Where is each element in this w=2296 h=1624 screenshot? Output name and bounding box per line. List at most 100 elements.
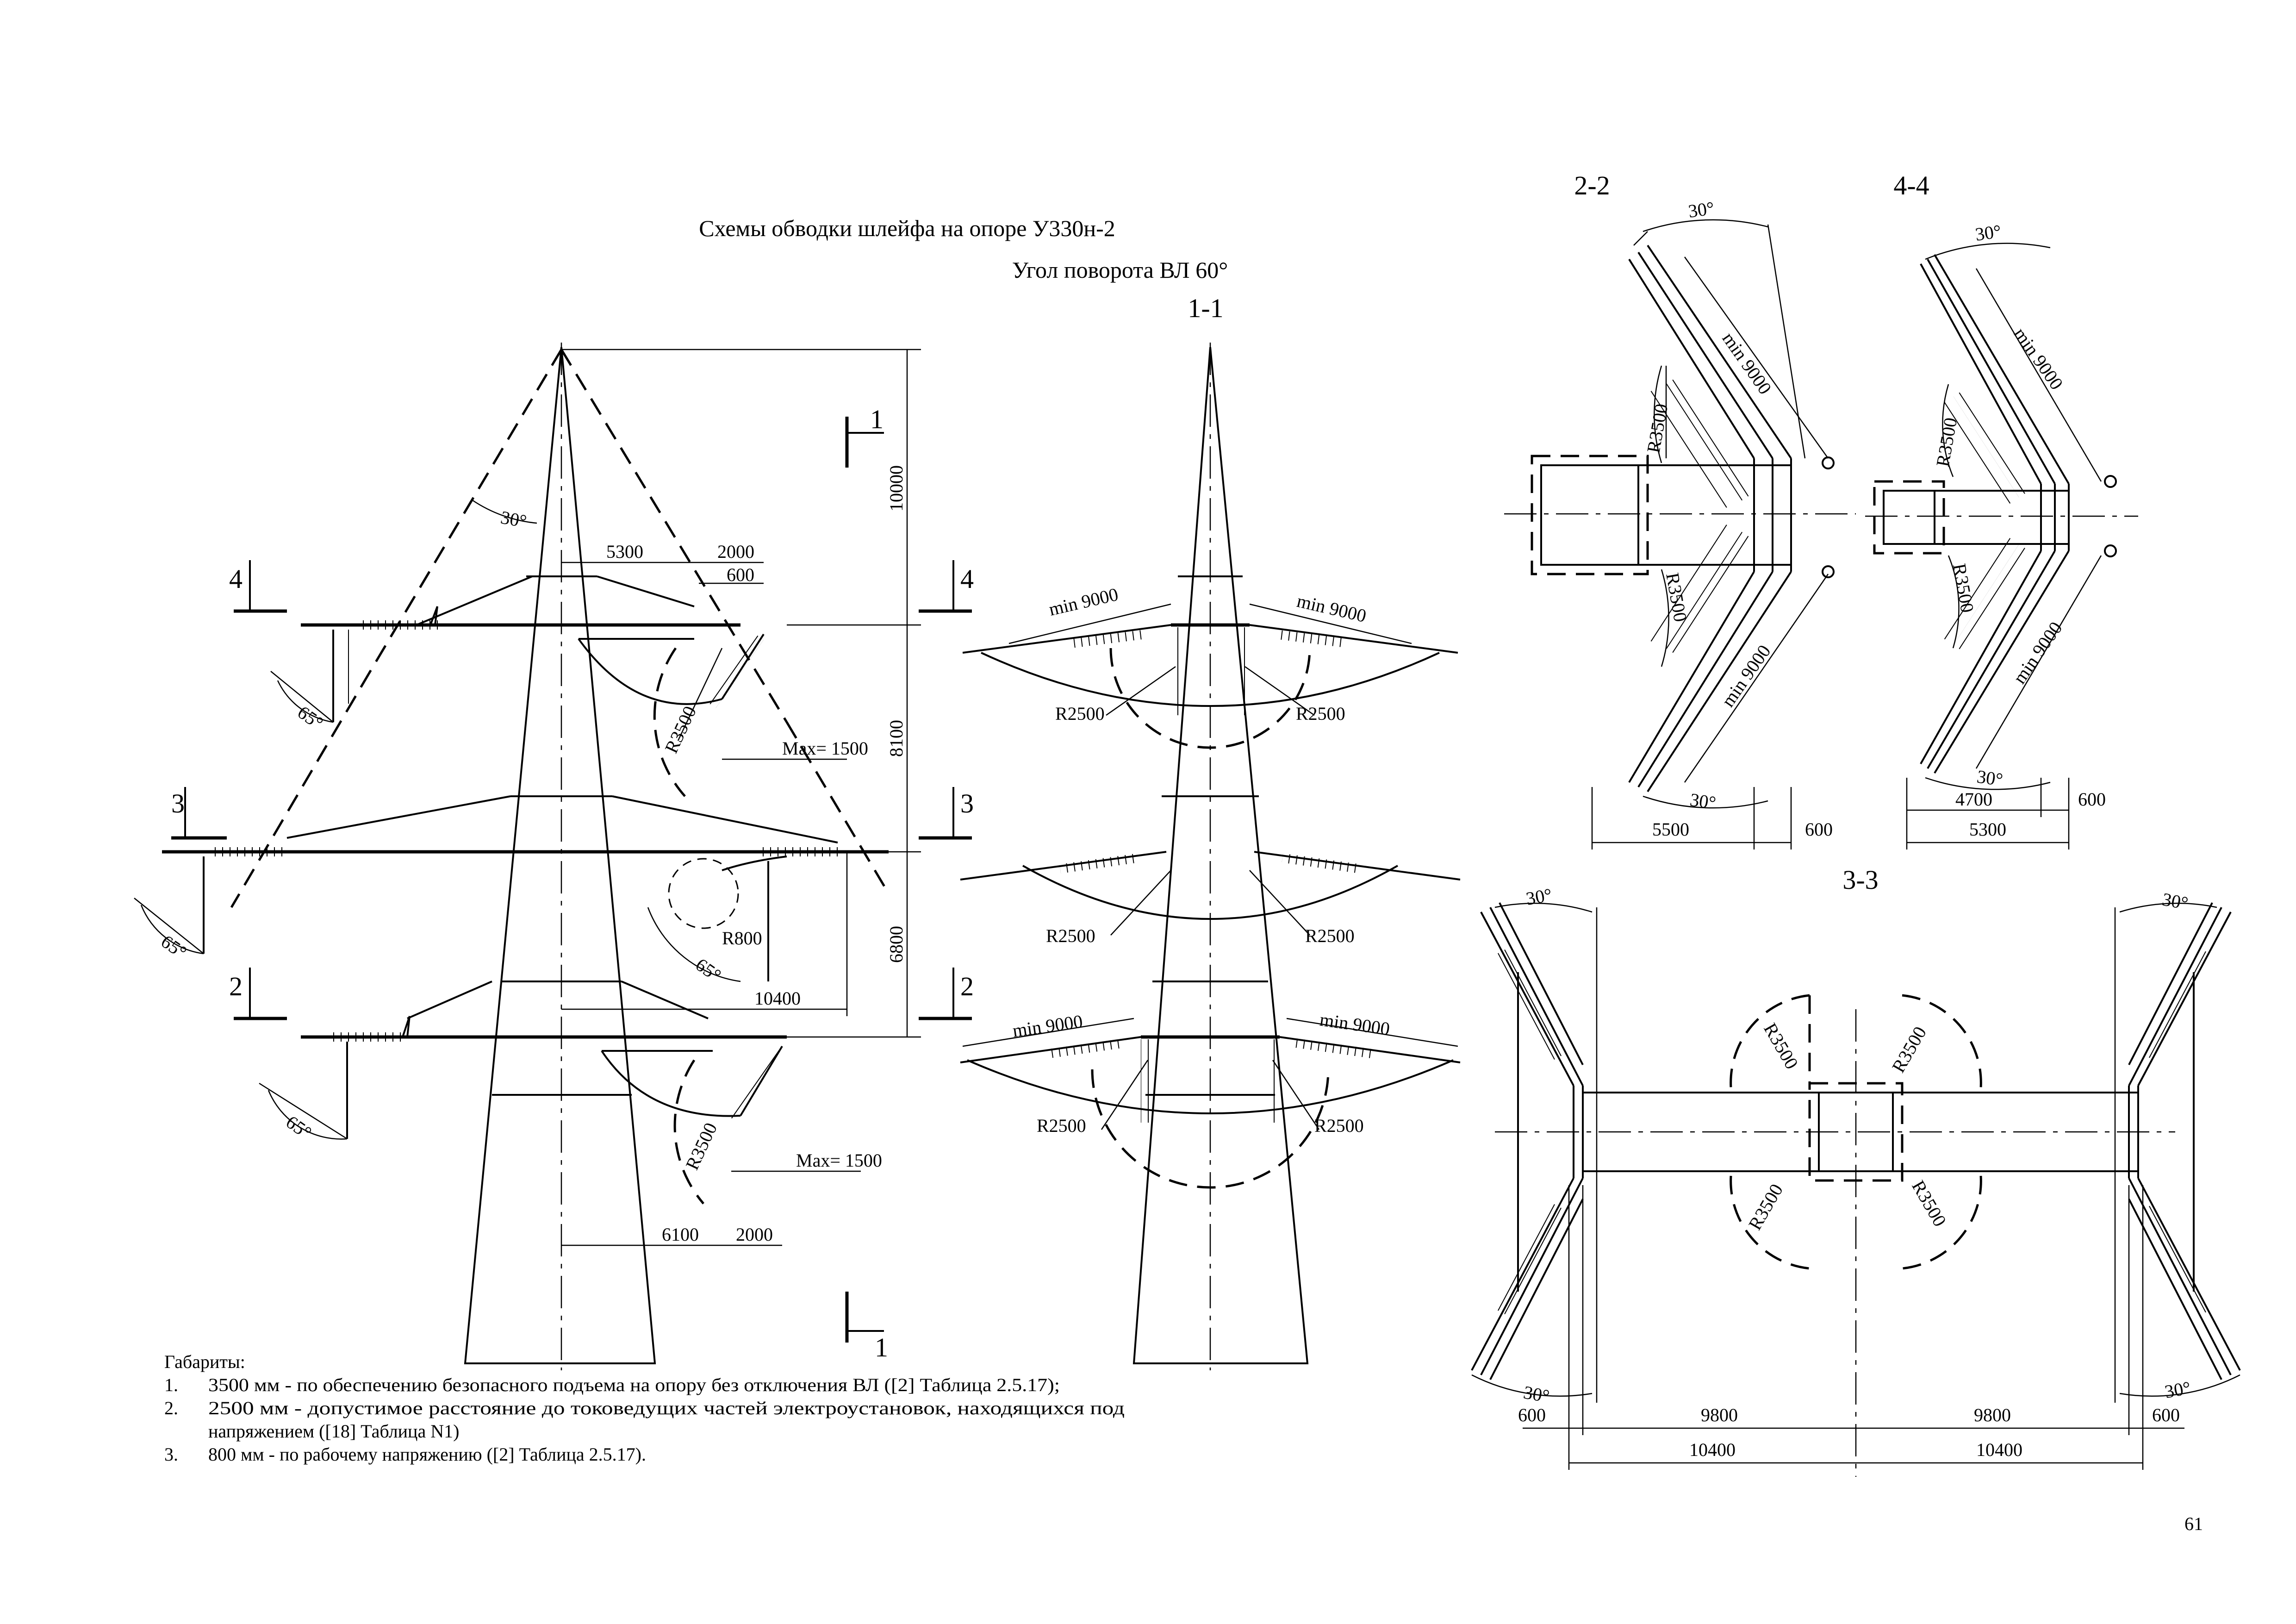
drawing-label: 1 [870,404,884,434]
drawing-label: 3 [171,788,185,818]
dim-2000-b: 2000 [736,1224,773,1245]
r3500-22-top: R3500 [1643,402,1672,455]
dim-8100: 8100 [886,720,907,757]
cut-mark-3-left: 3 [171,787,227,840]
r3500-33-1: R3500 [1760,1019,1802,1073]
min9000-44-bot: min 9000 [2009,618,2066,688]
angle-30-front: 30° [499,507,528,532]
side-view-1-1: 1-1 min 9000 min 9000 R2500 R2500 R250 [960,293,1461,1370]
clearance-notes: Габариты: 1. 3500 мм - по обеспечению бе… [164,1351,1125,1465]
plan-4-4: 4-4 30° min 9000 R3500 R3500 min 9000 30… [1865,170,2138,849]
cut-mark-1-bottom: 1 [845,1292,888,1362]
min9000-side-1: min 9000 [1047,584,1120,620]
note-2-num: 2. [164,1398,178,1418]
angle-65-c: 65° [692,954,725,986]
cut-mark-2-left: 2 [229,968,287,1020]
dim-600-44: 600 [2078,789,2106,810]
insulator-string [208,847,287,856]
angle-30-22-top: 30° [1687,198,1716,222]
section-3-3-label: 3-3 [1842,865,1878,895]
drawing-label: 4 [229,564,243,594]
r3500-33-4: R3500 [1908,1177,1950,1230]
section-4-4-label: 4-4 [1893,170,1929,200]
note-1-text: 3500 мм - по обеспечению безопасного под… [208,1374,1060,1395]
r3500-front-a: R3500 [660,703,700,756]
insulator-string [344,630,354,704]
r800: R800 [722,928,762,949]
dim-9800-r: 9800 [1974,1405,2011,1425]
r2500-side-5: R2500 [1037,1115,1086,1136]
r2500-side-2: R2500 [1296,703,1345,724]
r3500-44-top: R3500 [1932,416,1961,468]
angle-65-a: 65° [294,702,327,734]
angle-30-33-1: 30° [1524,884,1554,909]
r2500-side-3: R2500 [1046,925,1095,946]
dim-4700: 4700 [1955,789,1992,810]
plan-3-3: 3-3 R3500 R3500 R3500 R3500 30 [1471,865,2241,1477]
dim-5300: 5300 [606,541,643,562]
dim-10400-l: 10400 [1689,1439,1736,1460]
r3500-33-2: R3500 [1888,1023,1930,1076]
min9000-side-3: min 9000 [1011,1011,1084,1041]
section-2-2-label: 2-2 [1574,170,1610,200]
angle-30-33-3: 30° [2160,889,2190,914]
note-3-text: 800 мм - по рабочему напряжению ([2] Таб… [208,1444,646,1465]
note-3-num: 3. [164,1444,178,1465]
cut-mark-2-right: 2 [919,968,974,1020]
angle-30-44-top: 30° [1974,221,2003,245]
r3500-44-bot: R3500 [1949,562,1978,614]
r3500-33-3: R3500 [1744,1181,1787,1234]
cut-mark-4-right: 4 [919,560,974,613]
dim-2000-a: 2000 [717,541,754,562]
cut-mark-3-right: 3 [919,787,974,840]
note-2-text: 2500 мм - допустимое расстояние до токов… [208,1398,1125,1418]
dim-10000: 10000 [886,465,907,512]
angle-30-33-4: 30° [2163,1377,2192,1402]
plan-2-2: 2-2 30° min 9000 R3500 R3500 min 90 [1504,170,1856,849]
note-2-text-cont: напряжением ([18] Таблица N1) [208,1421,459,1442]
dim-600: 600 [727,564,754,585]
insulator-string [708,634,764,708]
dim-6100: 6100 [662,1224,699,1245]
drawing-label: 2 [229,971,243,1001]
angle-30-33-2: 30° [1522,1382,1551,1407]
max-1500-a: Max= 1500 [782,738,868,759]
drawing-label: 2 [960,971,974,1001]
note-1-num: 1. [164,1374,178,1395]
dim-600-33-r: 600 [2152,1405,2180,1425]
notes-heading: Габариты: [164,1351,245,1372]
dim-600-33-l: 600 [1518,1405,1546,1425]
dim-5500: 5500 [1652,819,1689,840]
insulator-string [759,847,838,856]
insulator-string [361,620,440,630]
dim-6800: 6800 [886,926,907,963]
min9000-44-top: min 9000 [2010,324,2067,394]
title-line1: Схемы обводки шлейфа на опоре У330н-2 [699,215,1115,241]
page-number: 61 [2184,1513,2203,1534]
drawing-label: 3 [960,788,974,818]
insulator-string [329,1032,407,1042]
angle-30-44-bot: 30° [1976,766,2004,790]
cut-mark-1-top: 1 [845,404,884,468]
cut-mark-4-left: 4 [229,560,287,613]
r2500-side-1: R2500 [1055,703,1105,724]
drawing-label: 1 [875,1332,888,1362]
dim-10400: 10400 [754,988,801,1009]
insulator-string [727,1046,782,1120]
r2500-side-6: R2500 [1314,1115,1364,1136]
min9000-side-2: min 9000 [1295,590,1368,626]
section-1-1-label: 1-1 [1188,293,1223,323]
min9000-22-bot: min 9000 [1717,641,1775,711]
r2500-side-4: R2500 [1305,925,1355,946]
dim-10400-r: 10400 [1976,1439,2022,1460]
title-line2: Угол поворота ВЛ 60° [1012,257,1228,283]
front-view: 30° 65° R3500 5300 2000 600 Max= 1500 [134,343,974,1370]
dim-600-22: 600 [1805,819,1833,840]
dim-5300-44: 5300 [1969,819,2006,840]
angle-30-22-bot: 30° [1689,789,1717,813]
min9000-side-4: min 9000 [1319,1009,1391,1039]
drawing-label: 4 [960,564,974,594]
r3500-front-b: R3500 [681,1119,721,1173]
dim-9800-l: 9800 [1701,1405,1738,1425]
